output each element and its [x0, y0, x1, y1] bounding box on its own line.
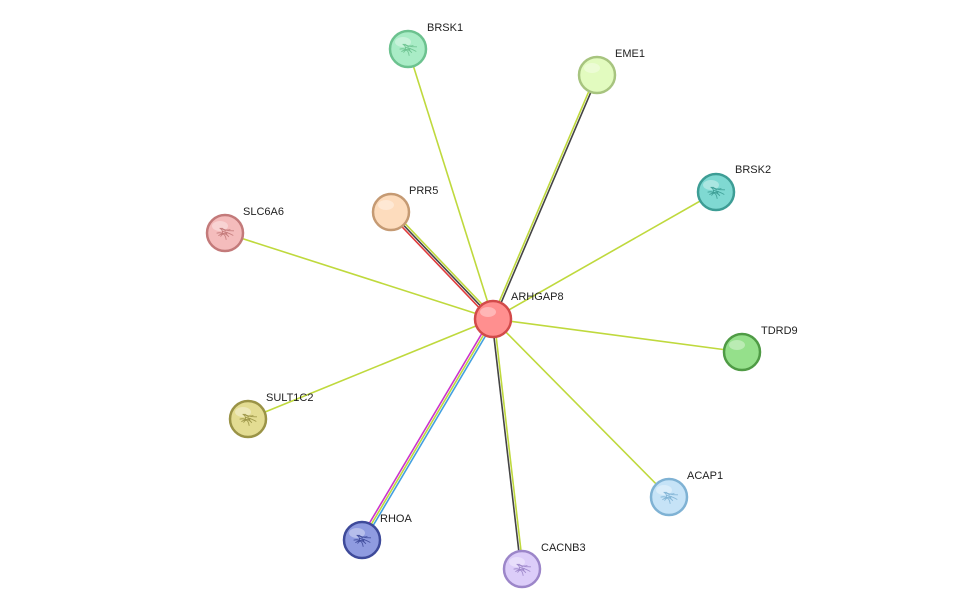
node-highlight: [378, 200, 394, 210]
node-label: SULT1C2: [266, 392, 313, 404]
protein-structure-icon: [399, 43, 418, 56]
node-label: CACNB3: [541, 542, 586, 554]
node-arhgap8[interactable]: ARHGAP8: [473, 291, 564, 339]
node-highlight: [480, 307, 496, 317]
node-prr5[interactable]: PRR5: [371, 185, 438, 232]
node-highlight: [729, 340, 745, 350]
protein-structure-icon: [216, 227, 235, 240]
edge-brsk1[interactable]: [407, 48, 494, 320]
node-label: BRSK2: [735, 164, 771, 176]
node-rhoa[interactable]: RHOA: [342, 513, 412, 560]
edge-strand: [491, 74, 597, 319]
node-label: BRSK1: [427, 22, 463, 34]
node-sult1c2[interactable]: SULT1C2: [228, 392, 313, 439]
edge-strand: [224, 232, 494, 320]
node-label: ARHGAP8: [511, 291, 564, 303]
node-label: EME1: [615, 48, 645, 60]
node-label: ACAP1: [687, 470, 723, 482]
node-brsk1[interactable]: BRSK1: [388, 22, 463, 69]
node-highlight: [235, 407, 251, 417]
node-highlight: [509, 557, 525, 567]
node-cacnb3[interactable]: CACNB3: [502, 542, 586, 589]
edge-strand: [493, 318, 524, 569]
node-label: PRR5: [409, 185, 438, 197]
edge-strand: [392, 209, 496, 319]
edge-acap1[interactable]: [492, 318, 670, 498]
node-circle[interactable]: [577, 55, 617, 95]
protein-structure-icon: [353, 534, 372, 547]
node-highlight: [212, 221, 228, 231]
edge-strand: [363, 319, 496, 542]
node-highlight: [656, 485, 672, 495]
node-highlight: [349, 528, 365, 538]
node-slc6a6[interactable]: SLC6A6: [205, 206, 284, 253]
edge-strand: [492, 318, 743, 353]
edge-strand: [247, 318, 494, 420]
edge-strand: [407, 48, 494, 320]
node-label: TDRD9: [761, 325, 798, 337]
edge-brsk2[interactable]: [492, 191, 717, 320]
edge-strand: [359, 317, 492, 540]
edge-tdrd9[interactable]: [492, 318, 743, 353]
protein-structure-icon: [707, 186, 726, 199]
node-circle[interactable]: [473, 299, 513, 339]
edge-cacnb3[interactable]: [491, 318, 524, 570]
edge-slc6a6[interactable]: [224, 232, 494, 320]
edge-sult1c2[interactable]: [247, 318, 494, 420]
node-highlight: [703, 180, 719, 190]
edge-strand: [493, 75, 599, 320]
node-eme1[interactable]: EME1: [577, 48, 645, 95]
node-brsk2[interactable]: BRSK2: [696, 164, 771, 212]
node-label: RHOA: [380, 513, 412, 525]
nodes-layer: ARHGAP8 BRSK1EME1BRSK2PRR5SLC6A6TDRD9SULT…: [205, 22, 798, 589]
edge-strand: [390, 211, 494, 320]
node-label: SLC6A6: [243, 206, 284, 218]
protein-structure-icon: [513, 563, 532, 576]
node-acap1[interactable]: ACAP1: [649, 470, 723, 517]
edge-rhoa[interactable]: [359, 317, 496, 542]
edge-strand: [388, 212, 492, 322]
edges-layer: [224, 48, 743, 570]
node-circle[interactable]: [371, 192, 411, 232]
edge-strand: [492, 191, 717, 320]
protein-structure-icon: [239, 413, 258, 426]
edge-strand: [491, 319, 522, 570]
node-circle[interactable]: [722, 332, 762, 372]
edge-eme1[interactable]: [491, 74, 599, 320]
node-highlight: [584, 63, 600, 73]
node-highlight: [395, 37, 411, 47]
edge-prr5[interactable]: [388, 209, 496, 322]
protein-structure-icon: [660, 491, 679, 504]
edge-strand: [361, 318, 494, 541]
node-tdrd9[interactable]: TDRD9: [722, 325, 798, 372]
edge-strand: [492, 318, 670, 498]
